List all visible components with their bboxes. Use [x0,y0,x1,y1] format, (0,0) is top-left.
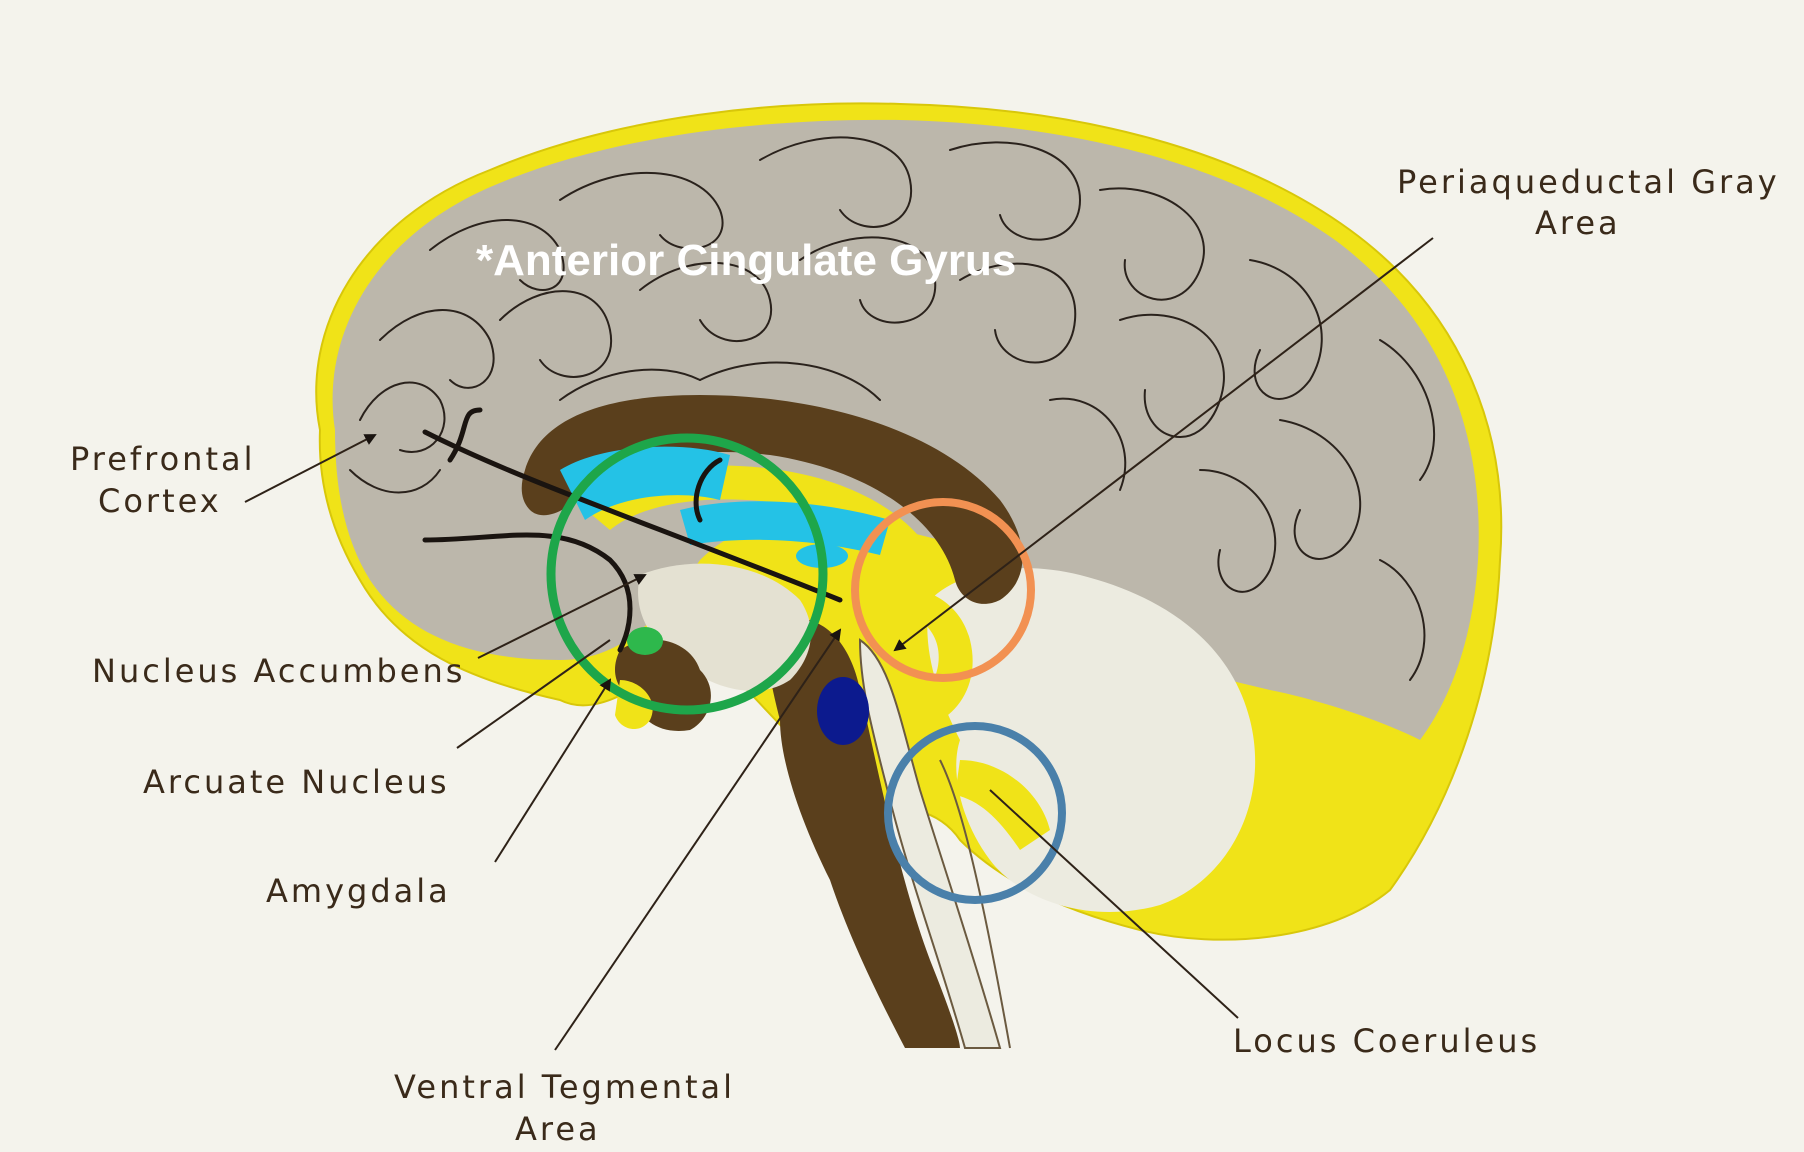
label-cortex: Cortex [98,482,222,520]
label-arcuate-nucleus: Arcuate Nucleus [143,763,450,801]
label-ventral-tegmental-area: Area [515,1110,601,1148]
label-amygdala: Amygdala [266,872,451,910]
label-prefrontal: Prefrontal [70,440,256,478]
label-periaqueductal-gray-area: Area [1535,204,1621,242]
label-locus-coeruleus: Locus Coeruleus [1233,1022,1540,1060]
label-periaqueductal-gray: Periaqueductal Gray [1397,163,1780,201]
vta-marker [817,677,869,745]
label-nucleus-accumbens: Nucleus Accumbens [92,652,465,690]
page-title: *Anterior Cingulate Gyrus [476,236,1016,285]
nucleus-accumbens-marker [627,627,663,655]
label-ventral-tegmental: Ventral Tegmental [394,1068,735,1106]
